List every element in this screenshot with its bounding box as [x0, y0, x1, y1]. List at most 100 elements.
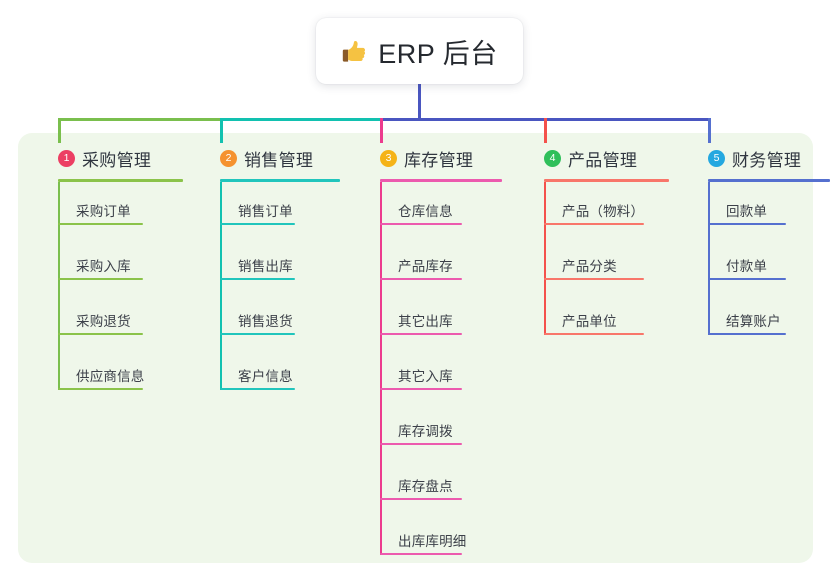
leaf-rule	[220, 278, 295, 280]
column-rule-4	[544, 179, 669, 182]
leaf-item[interactable]: 供应商信息	[38, 347, 183, 402]
leaf-rule	[220, 388, 295, 390]
leaf-label: 产品分类	[562, 259, 617, 274]
column-header-1[interactable]: 1 采购管理	[38, 146, 183, 170]
leaf-rule	[708, 223, 786, 225]
leaf-label: 产品库存	[398, 259, 453, 274]
leaf-rule	[380, 333, 462, 335]
column-badge-2: 2	[220, 149, 237, 167]
leaf-item[interactable]: 出库库明细	[360, 512, 502, 567]
leaf-item[interactable]: 采购入库	[38, 237, 183, 292]
leaf-label: 付款单	[726, 259, 768, 274]
column-title-1: 采购管理	[82, 150, 152, 170]
column-rule-2	[220, 179, 340, 182]
leaf-label: 产品单位	[562, 314, 617, 329]
leaf-item[interactable]: 产品库存	[360, 237, 502, 292]
column-rule-5	[708, 179, 830, 182]
leaf-label: 产品（物料）	[562, 204, 645, 219]
leaf-item[interactable]: 产品（物料）	[524, 182, 669, 237]
leaf-item[interactable]: 结算账户	[688, 292, 830, 347]
leaf-item[interactable]: 产品分类	[524, 237, 669, 292]
column-rule-3	[380, 179, 502, 182]
leaf-rule	[58, 278, 143, 280]
column-title-4: 产品管理	[568, 150, 638, 170]
leaf-label: 采购退货	[76, 314, 131, 329]
leaf-rule	[708, 278, 786, 280]
column-title-3: 库存管理	[404, 150, 474, 170]
leaf-label: 采购入库	[76, 259, 131, 274]
leaf-list-2: 销售订单销售出库销售退货客户信息	[200, 182, 340, 402]
leaf-label: 其它入库	[398, 369, 453, 384]
leaf-spine-4	[544, 182, 546, 335]
leaf-item[interactable]: 仓库信息	[360, 182, 502, 237]
column-badge-5: 5	[708, 149, 725, 167]
leaf-rule	[380, 223, 462, 225]
column-badge-4: 4	[544, 149, 561, 167]
leaf-item[interactable]: 采购退货	[38, 292, 183, 347]
leaf-rule	[544, 333, 644, 335]
leaf-label: 采购订单	[76, 204, 131, 219]
column-header-4[interactable]: 4 产品管理	[524, 146, 669, 170]
connector-trunk	[418, 84, 421, 121]
leaf-rule	[220, 333, 295, 335]
leaf-item[interactable]: 客户信息	[200, 347, 340, 402]
column-title-5: 财务管理	[732, 150, 802, 170]
leaf-rule	[220, 223, 295, 225]
leaf-item[interactable]: 其它出库	[360, 292, 502, 347]
leaf-rule	[708, 333, 786, 335]
leaf-item[interactable]: 回款单	[688, 182, 830, 237]
column-3: 3 库存管理仓库信息产品库存其它出库其它入库库存调拨库存盘点出库库明细	[360, 146, 502, 567]
column-4: 4 产品管理产品（物料） 产品分类产品单位	[524, 146, 669, 347]
connector-bar-green	[58, 118, 223, 121]
column-5: 5 财务管理回款单付款单结算账户	[688, 146, 830, 347]
leaf-label: 其它出库	[398, 314, 453, 329]
leaf-rule	[380, 443, 462, 445]
leaf-item[interactable]: 付款单	[688, 237, 830, 292]
column-badge-1: 1	[58, 149, 75, 167]
thumbs-up-icon	[341, 38, 368, 65]
leaf-list-5: 回款单付款单结算账户	[688, 182, 830, 347]
leaf-list-4: 产品（物料） 产品分类产品单位	[524, 182, 669, 347]
leaf-label: 库存调拨	[398, 424, 453, 439]
column-header-2[interactable]: 2 销售管理	[200, 146, 340, 170]
leaf-label: 出库库明细	[398, 534, 467, 549]
leaf-item[interactable]: 其它入库	[360, 347, 502, 402]
leaf-spine-5	[708, 182, 710, 335]
leaf-rule	[380, 553, 462, 555]
leaf-rule	[544, 223, 644, 225]
leaf-item[interactable]: 销售退货	[200, 292, 340, 347]
leaf-item[interactable]: 采购订单	[38, 182, 183, 237]
leaf-item[interactable]: 销售出库	[200, 237, 340, 292]
column-header-5[interactable]: 5 财务管理	[688, 146, 830, 170]
diagram-panel	[18, 133, 813, 563]
leaf-spine-1	[58, 182, 60, 390]
leaf-label: 回款单	[726, 204, 768, 219]
leaf-rule	[380, 278, 462, 280]
leaf-label: 销售出库	[238, 259, 293, 274]
leaf-rule	[58, 333, 143, 335]
leaf-label: 结算账户	[726, 314, 781, 329]
leaf-label: 供应商信息	[76, 369, 145, 384]
root-title: ERP 后台	[378, 38, 498, 69]
column-header-3[interactable]: 3 库存管理	[360, 146, 502, 170]
leaf-label: 销售退货	[238, 314, 293, 329]
column-2: 2 销售管理销售订单销售出库销售退货客户信息	[200, 146, 340, 402]
leaf-list-3: 仓库信息产品库存其它出库其它入库库存调拨库存盘点出库库明细	[360, 182, 502, 567]
leaf-item[interactable]: 产品单位	[524, 292, 669, 347]
connector-bar-blue	[380, 118, 711, 121]
connector-bar-teal	[220, 118, 383, 121]
leaf-rule	[380, 388, 462, 390]
column-title-2: 销售管理	[244, 150, 314, 170]
leaf-label: 销售订单	[238, 204, 293, 219]
leaf-label: 库存盘点	[398, 479, 453, 494]
leaf-item[interactable]: 库存盘点	[360, 457, 502, 512]
leaf-spine-3	[380, 182, 382, 555]
leaf-spine-2	[220, 182, 222, 390]
leaf-label: 仓库信息	[398, 204, 453, 219]
root-node-card[interactable]: ERP 后台	[316, 18, 523, 84]
leaf-rule	[380, 498, 462, 500]
leaf-item[interactable]: 库存调拨	[360, 402, 502, 457]
leaf-item[interactable]: 销售订单	[200, 182, 340, 237]
leaf-rule	[58, 388, 143, 390]
column-badge-3: 3	[380, 149, 397, 167]
